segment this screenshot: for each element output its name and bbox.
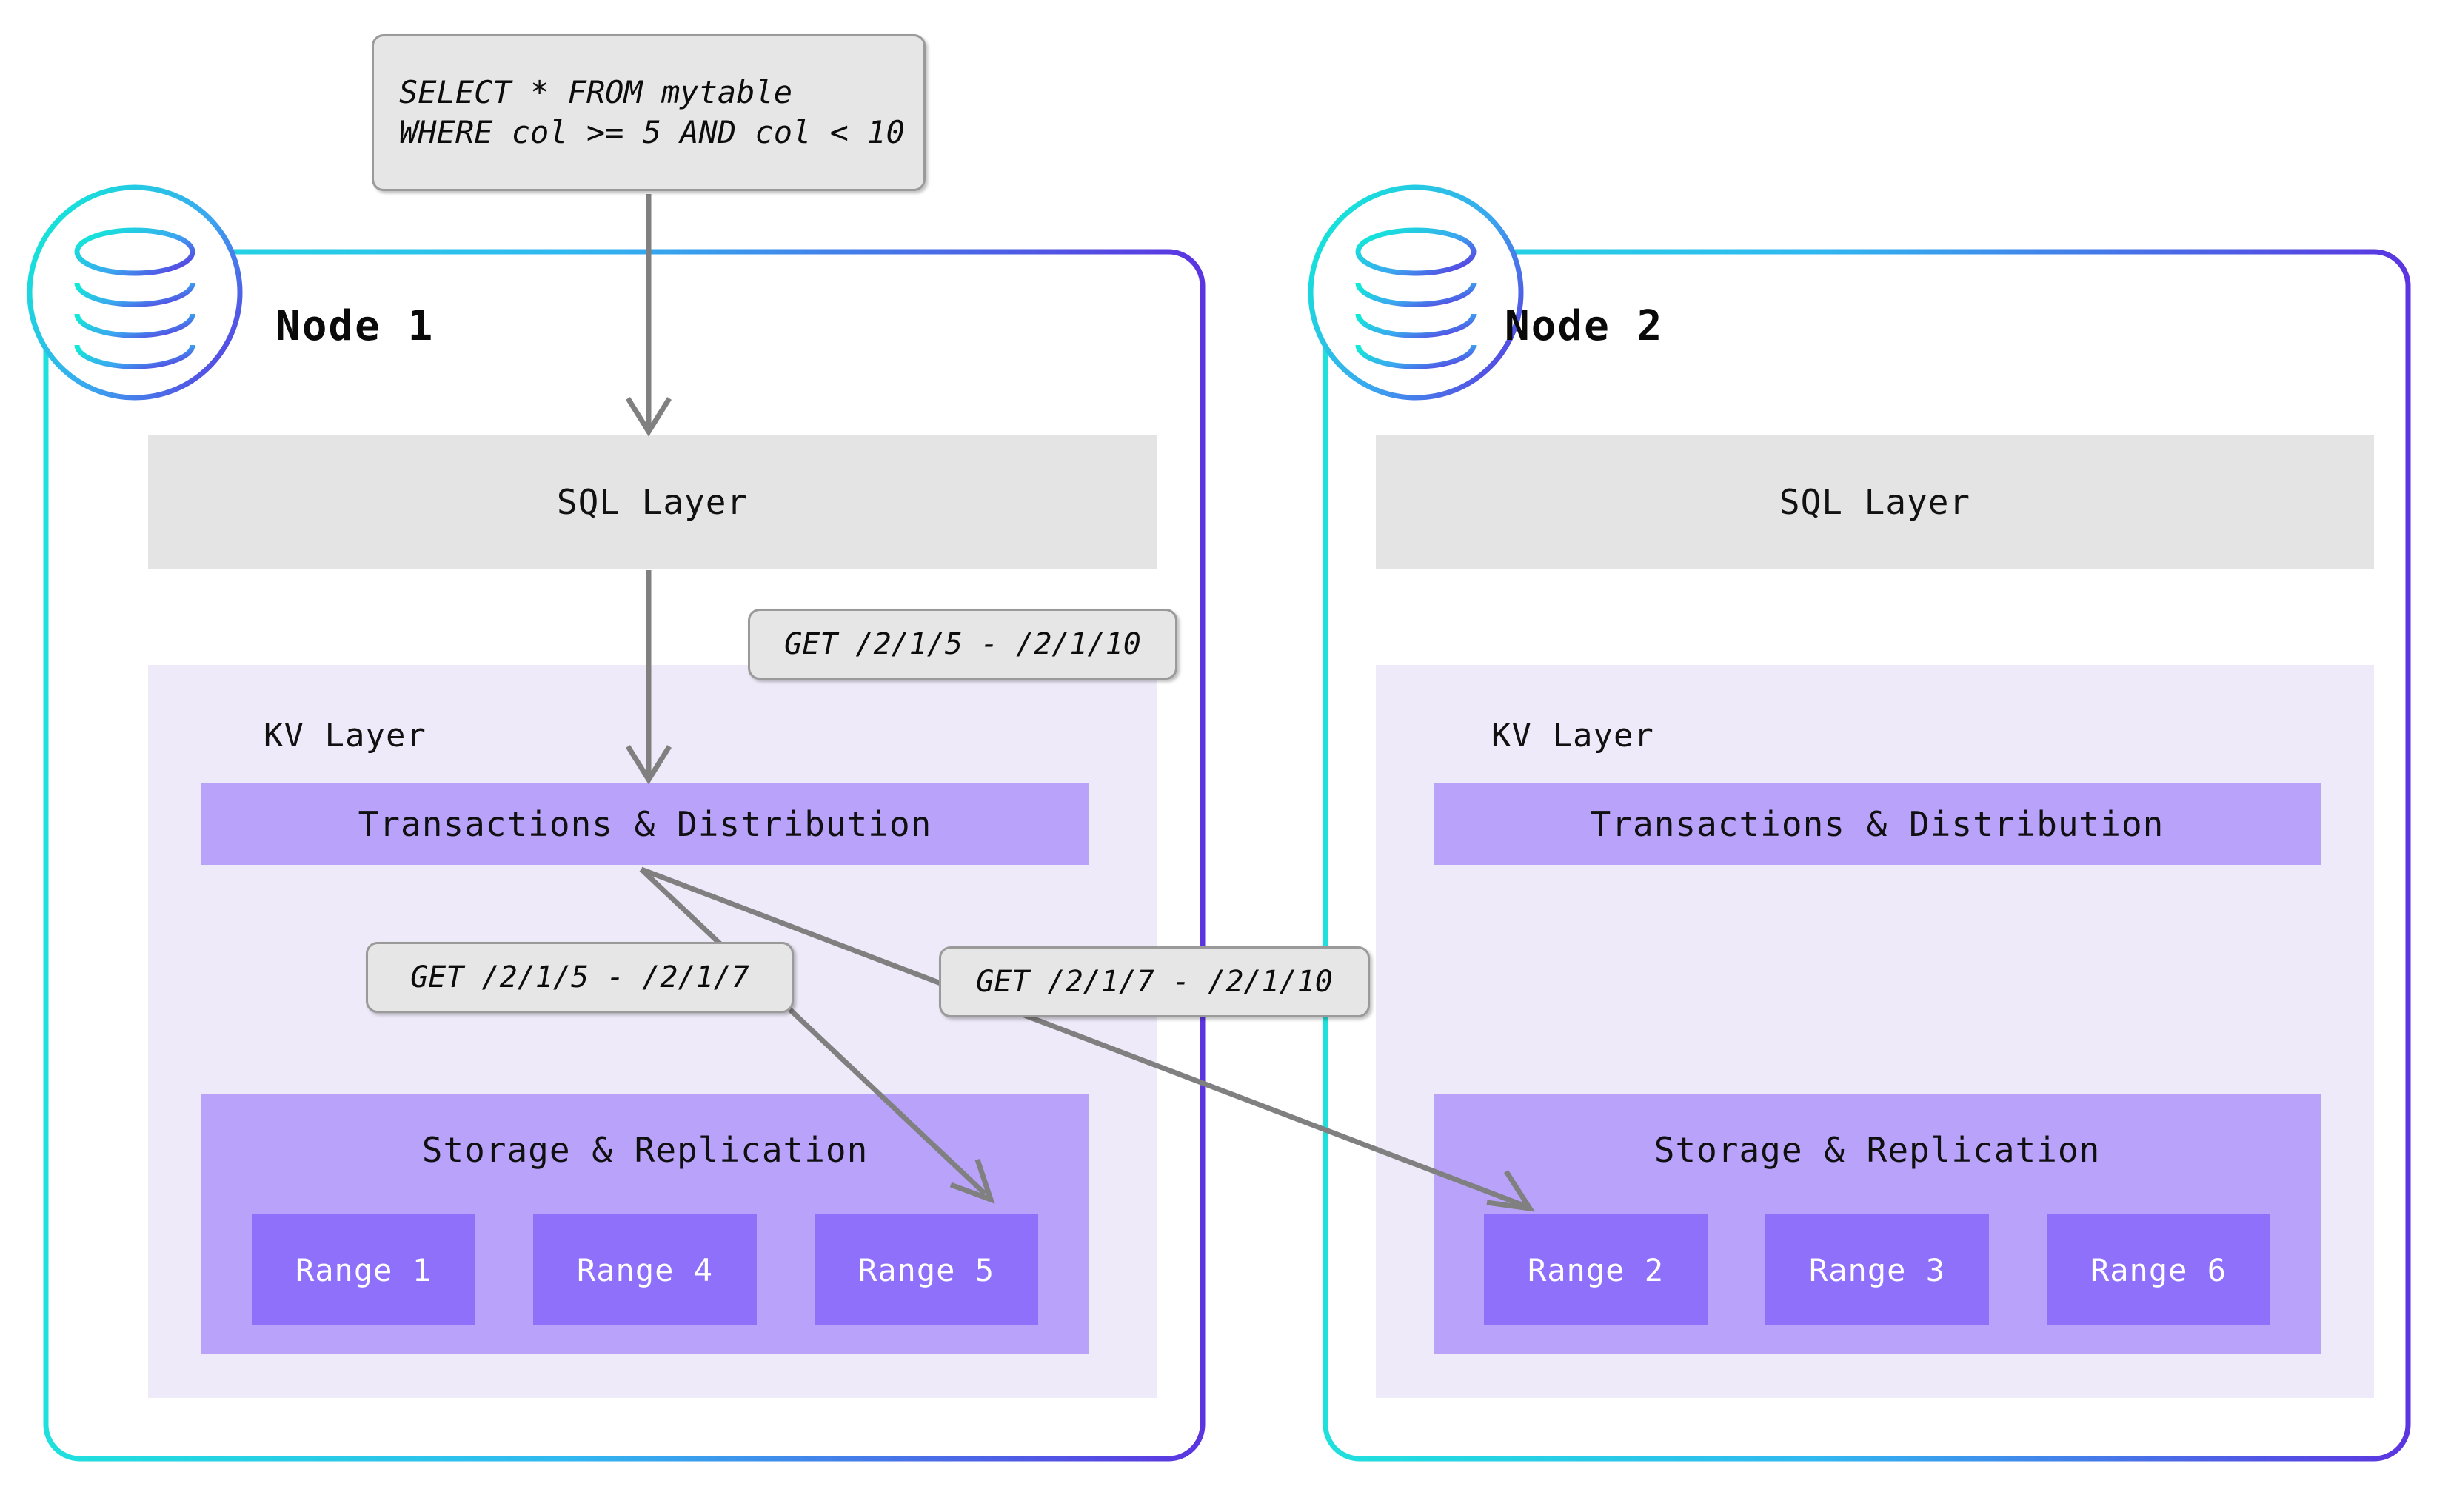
node-2-title: Node 2 [1505,302,1664,350]
node-1-transactions-bar: Transactions & Distribution [201,783,1089,865]
callout-get-full-range: GET /2/1/5 - /2/1/10 [748,609,1177,680]
node-2-storage-box: Storage & Replication Range 2 Range 3 Ra… [1434,1094,2321,1354]
node-2-storage-label: Storage & Replication [1653,1130,2101,1170]
sql-query-box: SELECT * FROM mytable WHERE col >= 5 AND… [372,34,926,191]
node-2-transactions-bar: Transactions & Distribution [1434,783,2321,865]
node-2-kv-layer-label: KV Layer [1491,717,1654,755]
node-1-storage-box: Storage & Replication Range 1 Range 4 Ra… [201,1094,1089,1354]
callout-get-lower-range: GET /2/1/5 - /2/1/7 [366,942,794,1013]
database-icon [27,184,243,401]
node-1-range-5[interactable]: Range 5 [815,1214,1038,1325]
node-1-sql-layer: SQL Layer [148,435,1157,569]
query-line-2: WHERE col >= 5 AND col < 10 [399,114,905,150]
node-2-sql-layer-label: SQL Layer [1779,482,1971,522]
node-2-kv-layer: KV Layer Transactions & Distribution Sto… [1376,665,2374,1398]
node-1-range-1-label: Range 1 [295,1251,432,1288]
node-1-range-5-label: Range 5 [857,1251,994,1288]
node-2-range-6[interactable]: Range 6 [2047,1214,2270,1325]
database-icon [1308,184,1524,401]
node-2-range-2-label: Range 2 [1527,1251,1664,1288]
callout-get-upper-range: GET /2/1/7 - /2/1/10 [939,946,1370,1017]
node-1-range-4-label: Range 4 [576,1251,713,1288]
node-2-transactions-label: Transactions & Distribution [1590,804,2164,844]
arrow-query-to-sql-head [626,397,672,437]
node-1-transactions-label: Transactions & Distribution [358,804,932,844]
query-line-1: SELECT * FROM mytable [399,74,793,111]
node-1-title: Node 1 [275,302,435,350]
node-1-kv-layer: KV Layer Transactions & Distribution Sto… [148,665,1157,1398]
node-1-kv-layer-label: KV Layer [264,717,427,755]
node-1-range-1[interactable]: Range 1 [252,1214,475,1325]
node-2-sql-layer: SQL Layer [1376,435,2374,569]
callout-get-full-range-text: GET /2/1/5 - /2/1/10 [784,627,1141,661]
node-1-range-4[interactable]: Range 4 [533,1214,757,1325]
callout-get-lower-range-text: GET /2/1/5 - /2/1/7 [410,960,749,994]
node-2-range-2[interactable]: Range 2 [1484,1214,1708,1325]
node-2-range-3[interactable]: Range 3 [1765,1214,1989,1325]
callout-get-upper-range-text: GET /2/1/7 - /2/1/10 [976,965,1333,999]
node-2-range-6-label: Range 6 [2090,1251,2227,1288]
node-2-range-3-label: Range 3 [1808,1251,1945,1288]
node-1-sql-layer-label: SQL Layer [556,482,749,522]
node-1-storage-label: Storage & Replication [421,1130,869,1170]
